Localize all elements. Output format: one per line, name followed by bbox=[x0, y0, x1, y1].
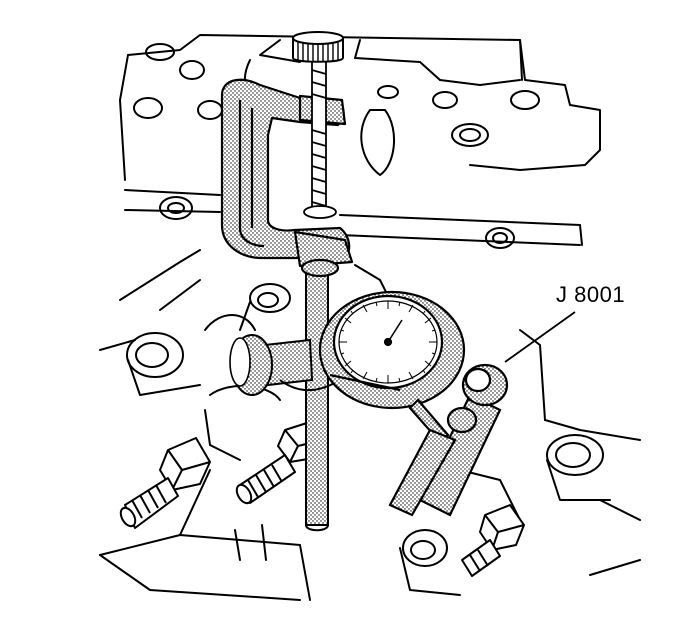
valve-stem bbox=[305, 269, 329, 532]
callout-leader-line bbox=[504, 311, 576, 363]
tool-callout-label: J 8001 bbox=[556, 282, 626, 307]
knurled-knob bbox=[292, 31, 344, 63]
c-clamp-frame bbox=[220, 78, 354, 278]
indicator-contact-button bbox=[229, 334, 341, 396]
indicator-mounting-arm bbox=[329, 363, 509, 517]
cylinder-head-casting bbox=[99, 34, 641, 601]
stud-bolt-right bbox=[461, 504, 525, 577]
forcing-screw bbox=[303, 54, 337, 219]
stud-bolts bbox=[119, 421, 525, 577]
dial-indicator bbox=[318, 290, 466, 444]
stud-bolt-left bbox=[119, 437, 211, 529]
dial-face-ticks bbox=[339, 301, 437, 383]
dial-needle bbox=[387, 319, 403, 343]
